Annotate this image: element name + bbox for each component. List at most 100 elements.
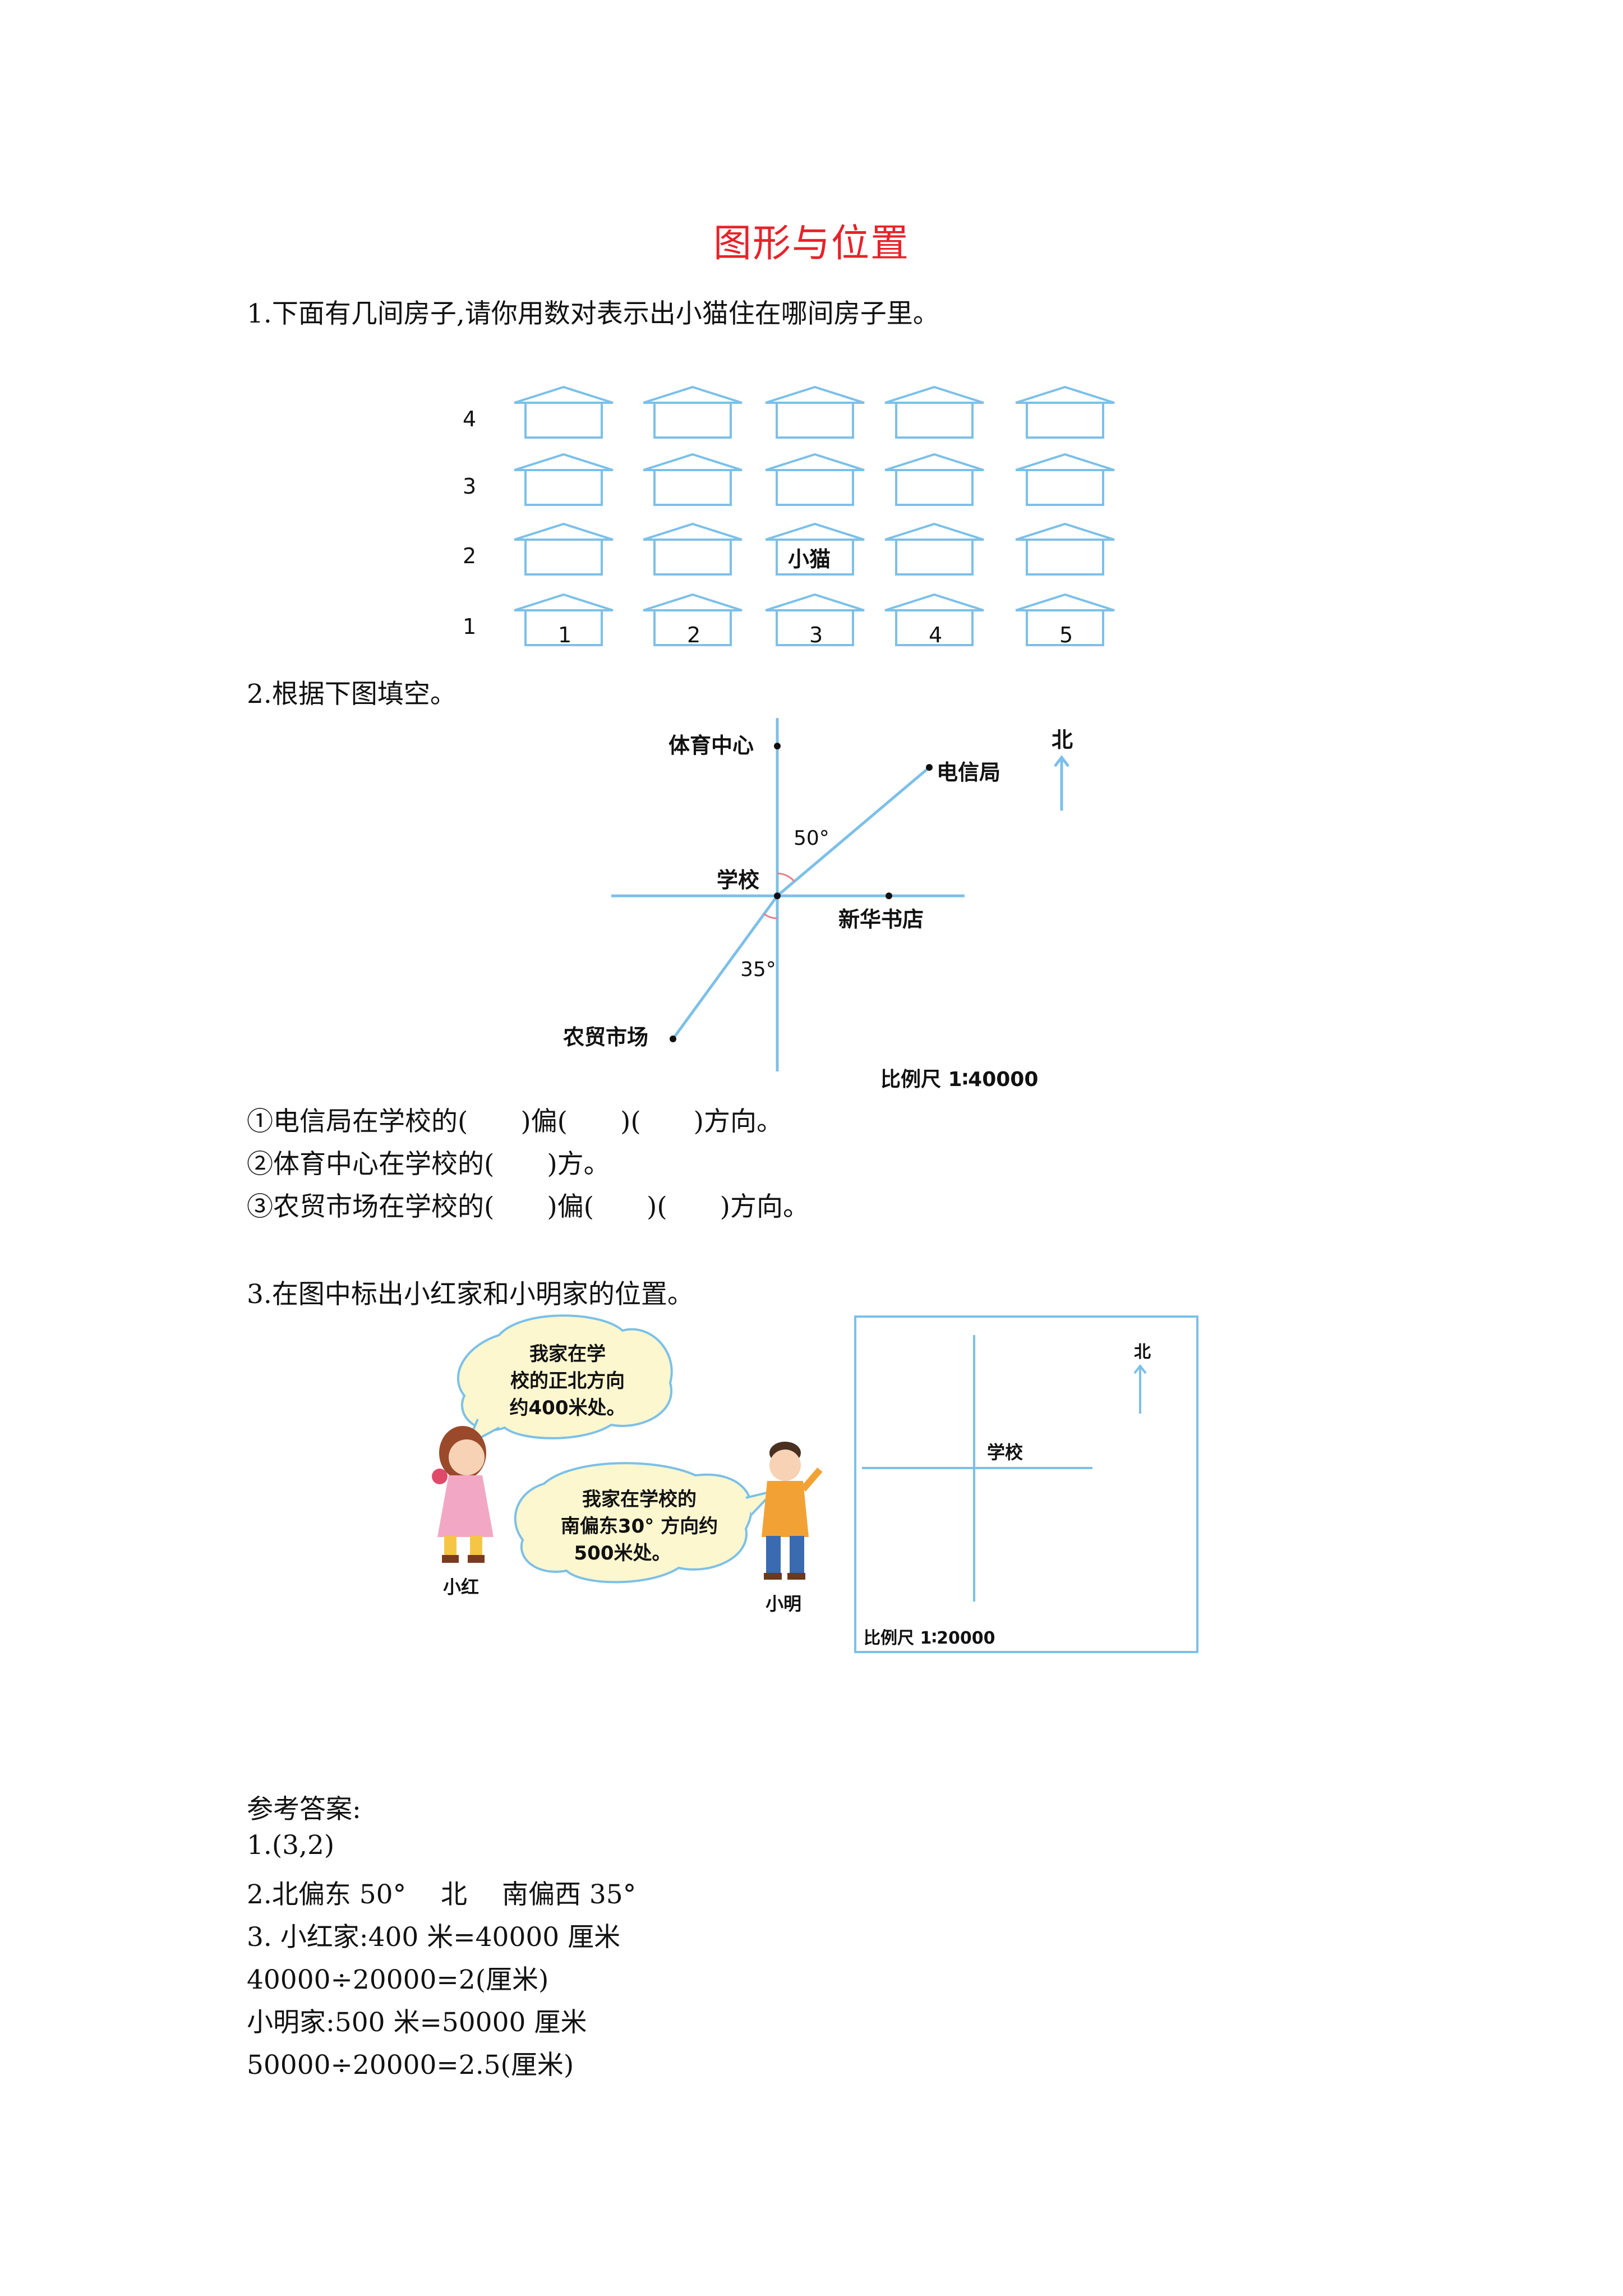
col-label: 4 [929,623,942,647]
house-roof [765,522,865,541]
cat-label: 小猫 [788,547,831,572]
angle-arc-50 [777,872,795,882]
answer-line-4: 40000÷20000=2(厘米) [247,1964,549,1995]
bubble-1-line-3: 约400米处。 [510,1397,626,1419]
map-school-label: 学校 [987,1442,1023,1463]
house-roof [643,453,743,471]
ray-to-telecom [776,766,930,897]
house-roof [765,593,865,611]
row-label: 4 [463,407,476,431]
bookstore-point [886,892,892,899]
blank-2: ②体育中心在学校的( )方。 [247,1149,610,1180]
row-label: 2 [463,544,476,568]
house-roof [884,522,984,541]
col-label: 1 [558,623,571,647]
house-roof [1015,385,1115,404]
house-body [895,539,974,576]
ray-to-market [671,895,779,1040]
sports-center-point [774,743,781,749]
answer-line-6: 50000÷20000=2.5(厘米) [247,2050,574,2081]
house-roof [884,593,984,611]
direction-diagram: 体育中心 电信局 学校 新华书店 农贸市场 北 50° 35° 比例尺 1∶40… [563,718,1073,1091]
school-label: 学校 [717,868,759,892]
answer-line-1: 1.(3,2) [247,1830,335,1861]
page-title: 图形与位置 [713,222,910,266]
house-body [895,402,974,439]
bubble-2-line-3: 500米处。 [574,1542,671,1565]
bubble-2-line-1: 我家在学校的 [582,1488,697,1511]
house-body [653,469,732,506]
house-body [776,539,854,576]
market-point [670,1036,676,1042]
house-body [1026,402,1104,439]
school-point [774,892,781,899]
map-north-label: 北 [1134,1342,1151,1362]
question-3-text: 3.在图中标出小红家和小明家的位置。 [247,1279,694,1310]
house-grid: 4 3 2 1 1 2 3 4 5 小猫 [463,385,1115,647]
house-roof [514,385,614,404]
house-roof [884,385,984,404]
bubble-1-line-1: 我家在学 [529,1343,606,1365]
telecom-label: 电信局 [937,760,1000,785]
map-scale-label: 比例尺 1∶20000 [864,1628,995,1648]
house-roof [643,385,743,404]
scale-label: 比例尺 1∶40000 [880,1068,1038,1091]
house-body [1026,609,1104,646]
col-label: 3 [809,623,823,647]
bubble-2-line-2: 南偏东30° 方向约 [561,1515,718,1538]
house-roof [643,522,743,541]
house-body [776,402,854,439]
north-label: 北 [1052,728,1073,752]
row-label: 3 [463,474,476,499]
house-roof [1015,453,1115,471]
angle-50-label: 50° [794,827,829,850]
question-2-text: 2.根据下图填空。 [247,679,457,710]
telecom-point [926,764,933,771]
house-roof [884,453,984,471]
house-body [524,402,603,439]
angle-35-label: 35° [740,958,776,981]
house-body [1026,469,1104,506]
house-body [776,469,854,506]
question-1-text: 1.下面有几间房子,请你用数对表示出小猫住在哪间房子里。 [247,298,939,329]
speech-bubble-2: 我家在学校的 南偏东30° 方向约 500米处。 [514,1462,778,1584]
house-body [524,539,603,576]
blank-1: ①电信局在学校的( )偏( )( )方向。 [247,1106,783,1137]
answer-line-5: 小明家:500 米=50000 厘米 [247,2007,587,2038]
north-arrow-head [1054,754,1069,767]
bubble-1-line-2: 校的正北方向 [510,1370,625,1392]
market-label: 农贸市场 [563,1025,648,1050]
house-body [895,469,974,506]
sports-center-label: 体育中心 [668,733,754,758]
house-roof [1015,522,1115,541]
house-body [653,539,732,576]
house-body [524,609,603,646]
girl-figure [432,1426,494,1563]
house-body [653,402,732,439]
col-label: 5 [1059,623,1073,647]
house-roof [514,522,614,541]
map-box: 北 学校 比例尺 1∶20000 [854,1315,1198,1653]
question-3-figure: 我家在学 校的正北方向 约400米处。 我家在学校的 南偏东30° 方向约 50… [432,1314,1198,1653]
angle-arc-35 [763,913,778,919]
house-roof [643,593,743,611]
col-label: 2 [687,623,700,647]
blank-3: ③农贸市场在学校的( )偏( )( )方向。 [247,1191,810,1222]
house-body [653,609,732,646]
map-north-arrow-head [1133,1364,1147,1374]
house-roof [514,593,614,611]
answers-heading: 参考答案: [247,1794,361,1825]
house-body [776,609,854,646]
girl-name: 小红 [443,1576,479,1598]
house-body [895,609,974,646]
house-body [524,469,603,506]
house-roof [1015,593,1115,611]
answer-line-3: 3. 小红家:400 米=40000 厘米 [247,1922,621,1953]
house-roof [765,453,865,471]
house-roof [765,385,865,404]
bookstore-label: 新华书店 [838,907,924,932]
boy-figure [762,1442,823,1580]
house-roof [514,453,614,471]
house-body [1026,539,1104,576]
row-label: 1 [463,614,476,639]
